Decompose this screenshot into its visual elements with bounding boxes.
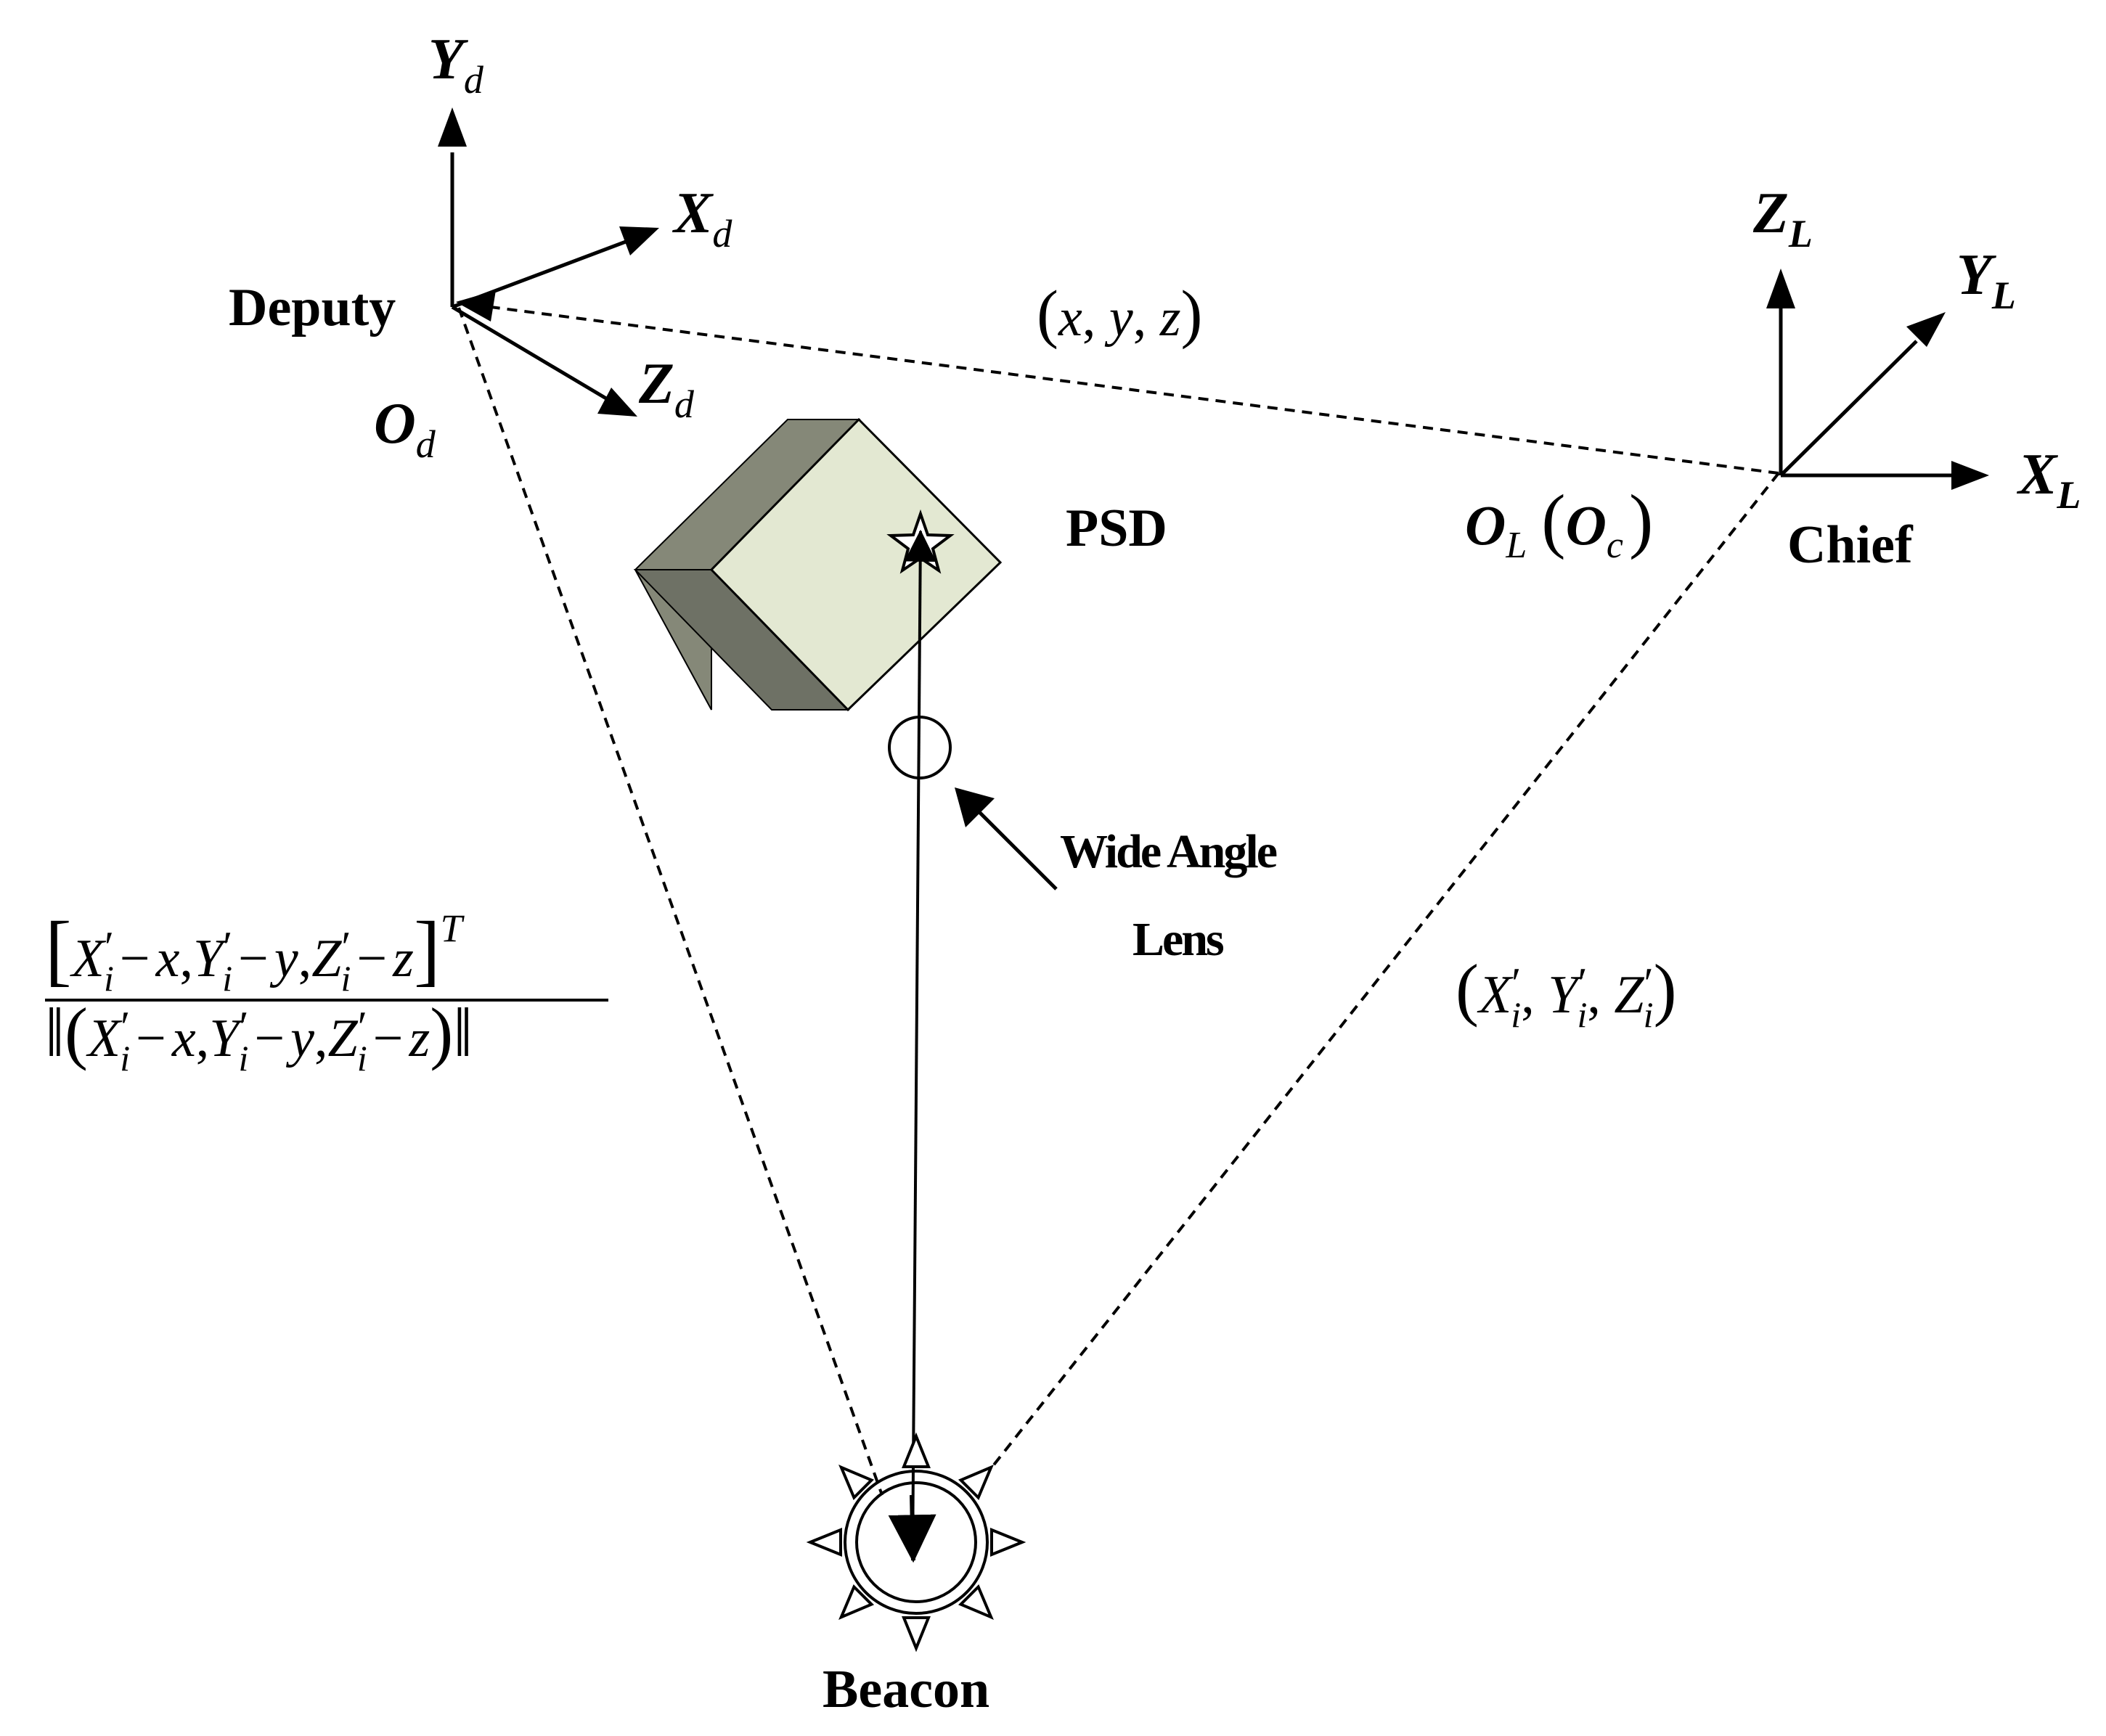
formula-numerator: [X′i−x,Y′i−y,Z′i−z]T (45, 905, 465, 999)
chief-origin-label: OL(Oc) (1465, 480, 1653, 566)
chief-x-axis-label: XL (2016, 443, 2081, 517)
deputy-y-arrowhead (438, 107, 467, 147)
deputy-x-axis (452, 237, 632, 309)
deputy-x-axis-label: Xd (672, 181, 732, 255)
psd-label: PSD (1066, 499, 1167, 558)
chief-y-axis-label: YL (1956, 243, 2016, 317)
beacon-ray-arrow (888, 1494, 936, 1563)
lens-circle-icon (888, 716, 952, 779)
deputy-z-axis (451, 305, 611, 403)
beacon-spike (958, 1584, 994, 1620)
beacon-spike (806, 1528, 842, 1557)
chief-x-arrowhead (1951, 461, 1989, 490)
deputy-x-arrowhead (619, 226, 659, 255)
wide-angle-lens-label-line2: Lens (1132, 913, 1224, 966)
deputy-frame (438, 107, 659, 417)
beacon-position-label: (X′i, Y′i, Z′i) (1456, 950, 1677, 1035)
deputy-z-axis-label: Zd (638, 352, 695, 426)
chief-frame (1766, 269, 1989, 490)
beacon-spike (990, 1528, 1027, 1557)
chief-y-arrowhead (1906, 312, 1946, 347)
beacon-spike (838, 1584, 875, 1620)
deputy-origin-label: Od (374, 392, 436, 466)
formula-denominator: ‖(X′i−x,Y′i−y,Z′i−z)‖ (45, 994, 473, 1078)
deputy-z-arrowhead (597, 388, 637, 417)
beacon-label: Beacon (823, 1660, 989, 1719)
deputy-y-axis-label: Yd (428, 28, 484, 102)
deputy-to-beacon-dashed-line (457, 307, 883, 1496)
beacon-spike (902, 1616, 931, 1653)
relative-position-label: (x, y, z) (1037, 278, 1203, 350)
deputy-label: Deputy (229, 278, 396, 337)
chief-label: Chief (1787, 515, 1914, 575)
chief-z-axis-label: ZL (1752, 181, 1813, 255)
psd-front-face (709, 417, 1003, 712)
chief-y-axis (1779, 340, 1918, 477)
beacon-spike (838, 1465, 875, 1501)
beacon-spike (902, 1432, 931, 1468)
lens-pointer-arrow (975, 808, 1058, 890)
psd-block (633, 417, 1003, 712)
unit-vector-formula: [X′i−x,Y′i−y,Z′i−z]T ‖(X′i−x,Y′i−y,Z′i−z… (45, 905, 608, 1078)
chief-to-deputy-arrowhead (456, 290, 496, 322)
chief-to-beacon-dashed-line (971, 472, 1780, 1493)
chief-z-arrowhead (1766, 269, 1795, 308)
wide-angle-lens-label-line1: Wide Angle (1060, 825, 1277, 878)
chief-to-deputy-dashed-line (484, 305, 1779, 475)
lens-pointer-arrowhead (955, 787, 995, 827)
beacon-to-psd-ray (904, 529, 936, 1561)
beacon-icon (806, 1432, 1027, 1653)
beacon-spike (958, 1465, 994, 1501)
